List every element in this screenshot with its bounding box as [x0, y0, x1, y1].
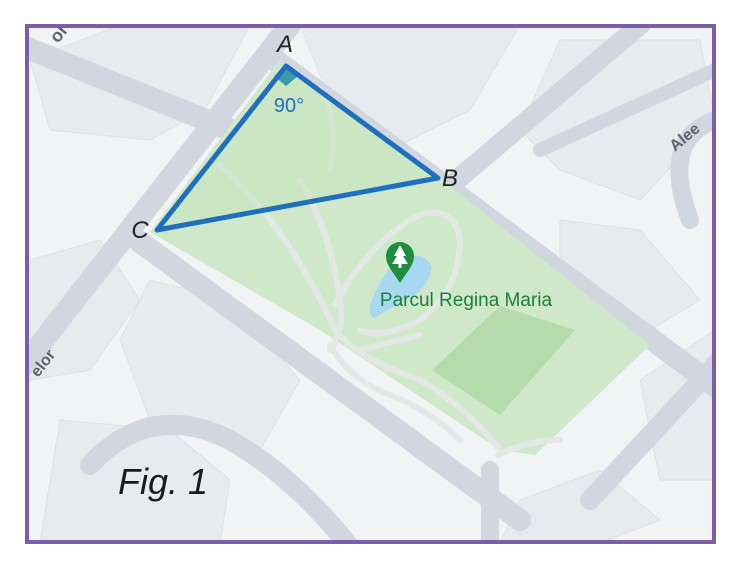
tree-pin-icon[interactable] [386, 242, 414, 283]
vertex-label-a: A [275, 31, 293, 58]
triangle-abc [154, 63, 441, 233]
angle-label: 90° [274, 95, 304, 117]
map-area[interactable]: Parcul Regina Maria or Alee elor 90° Fig… [20, 20, 720, 560]
vertex-label-c: C [131, 217, 149, 244]
vertex-label-b: B [442, 165, 458, 192]
park-label: Parcul Regina Maria [380, 290, 553, 311]
figure-border [25, 24, 716, 544]
figure-caption: Fig. 1 [118, 461, 208, 502]
sports-field [432, 306, 575, 415]
pond [369, 255, 432, 318]
